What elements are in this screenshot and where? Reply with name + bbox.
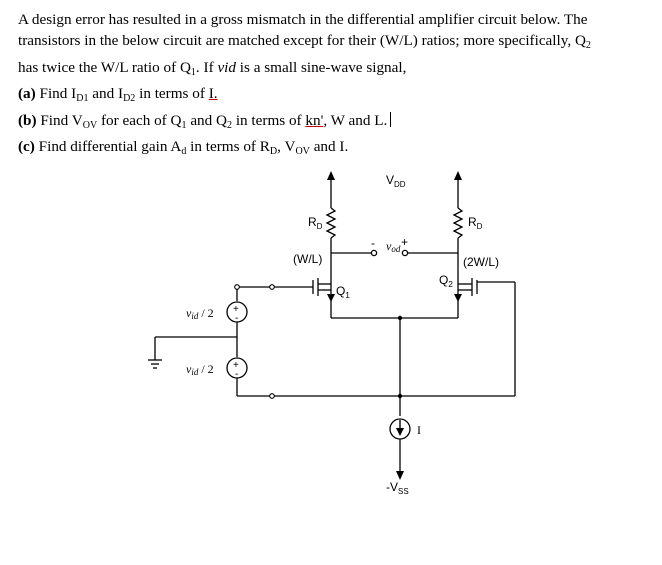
current-direction-arrow xyxy=(396,428,404,436)
top-input-node xyxy=(234,284,240,290)
vid-symbol: vid xyxy=(217,58,236,76)
text-cursor xyxy=(390,111,392,127)
q1-subscript-b: 1 xyxy=(181,119,187,131)
source-junction-dot xyxy=(397,315,403,321)
vod-plus-terminal xyxy=(401,249,409,257)
question-c-label: (c) xyxy=(18,138,35,156)
rd-left-label: RD xyxy=(308,215,323,231)
vdd-label: VDD xyxy=(386,173,406,189)
question-b-text5: , W and L. xyxy=(323,111,388,129)
right-rd-resistor xyxy=(452,207,464,239)
bottom-source-plus: + xyxy=(233,360,239,371)
q1-label: Q1 xyxy=(336,284,350,300)
top-source-minus: - xyxy=(235,313,238,324)
question-b: (b) Find VOV for each of Q1 and Q2 in te… xyxy=(18,110,648,136)
question-a-text2: and I xyxy=(88,85,124,103)
intro-text-1: A design error has resulted in a gross m… xyxy=(18,11,588,28)
vod-label: vod xyxy=(386,239,401,254)
vid-bottom-label: vid / 2 xyxy=(186,362,214,377)
vss-label: -VSS xyxy=(386,480,409,496)
problem-text: A design error has resulted in a gross m… xyxy=(18,9,648,162)
q2-source-arrow xyxy=(454,294,462,302)
left-rd-resistor xyxy=(325,207,337,239)
question-b-text2: for each of Q xyxy=(97,111,182,129)
question-a-text: Find I xyxy=(35,85,77,103)
question-c-text2: in terms of R xyxy=(186,138,270,156)
spellcheck-word-i: I. xyxy=(208,85,218,103)
rd-subscript: D xyxy=(269,146,278,158)
q2-subscript-b: 2 xyxy=(227,119,233,131)
intro-line-1: A design error has resulted in a gross m… xyxy=(18,9,648,30)
question-c-text4: and I. xyxy=(309,138,349,156)
ad-subscript: d xyxy=(181,146,187,158)
intro-text-3a: has twice the W/L ratio of Q xyxy=(18,58,191,76)
question-c-text: Find differential gain A xyxy=(34,138,182,156)
q1-gate-node xyxy=(269,284,275,290)
left-vdd-arrow xyxy=(327,171,335,180)
intro-text-2: transistors in the below circuit are mat… xyxy=(18,32,586,50)
vid-top-label: vid / 2 xyxy=(186,306,214,321)
top-source-plus: + xyxy=(233,304,239,315)
question-c: (c) Find differential gain Ad in terms o… xyxy=(18,136,648,162)
vov-subscript: OV xyxy=(82,119,98,131)
intro-text-3b: . If xyxy=(195,58,218,76)
question-c-text3: , V xyxy=(277,138,296,156)
q1-source-arrow xyxy=(327,294,335,302)
question-a-text3: in terms of xyxy=(135,85,209,103)
question-a: (a) Find ID1 and ID2 in terms of I. xyxy=(18,83,648,109)
intro-line-2: transistors in the below circuit are mat… xyxy=(18,30,648,56)
return-junction-dot xyxy=(397,393,403,399)
q2-subscript: 2 xyxy=(585,40,591,52)
vod-plus-label: + xyxy=(401,235,408,249)
spellcheck-word-kn: kn' xyxy=(305,111,324,129)
wl-left-label: (W/L) xyxy=(293,252,322,266)
bottom-input-node xyxy=(269,393,275,399)
id1-subscript: D1 xyxy=(76,93,89,105)
vod-minus-label: - xyxy=(371,236,375,250)
rd-right-label: RD xyxy=(468,215,483,231)
bottom-source-minus: - xyxy=(235,369,238,380)
q2-label: Q2 xyxy=(439,273,453,289)
question-b-text4: in terms of xyxy=(232,111,306,129)
question-b-text3: and Q xyxy=(186,111,228,129)
right-vdd-arrow xyxy=(454,171,462,180)
vov-subscript-c: OV xyxy=(295,146,310,158)
question-b-text: Find V xyxy=(36,111,83,129)
vod-minus-terminal xyxy=(370,249,378,257)
vss-arrow xyxy=(396,471,404,480)
id2-subscript: D2 xyxy=(123,93,136,105)
q1-subscript: 1 xyxy=(190,66,196,78)
intro-line-3: has twice the W/L ratio of Q1. If vid is… xyxy=(18,57,648,83)
current-label: I xyxy=(417,423,421,437)
wl-right-label: (2W/L) xyxy=(463,255,499,269)
intro-text-3c: is a small sine-wave signal, xyxy=(236,58,407,76)
question-a-label: (a) xyxy=(18,85,36,103)
question-b-label: (b) xyxy=(18,111,37,129)
